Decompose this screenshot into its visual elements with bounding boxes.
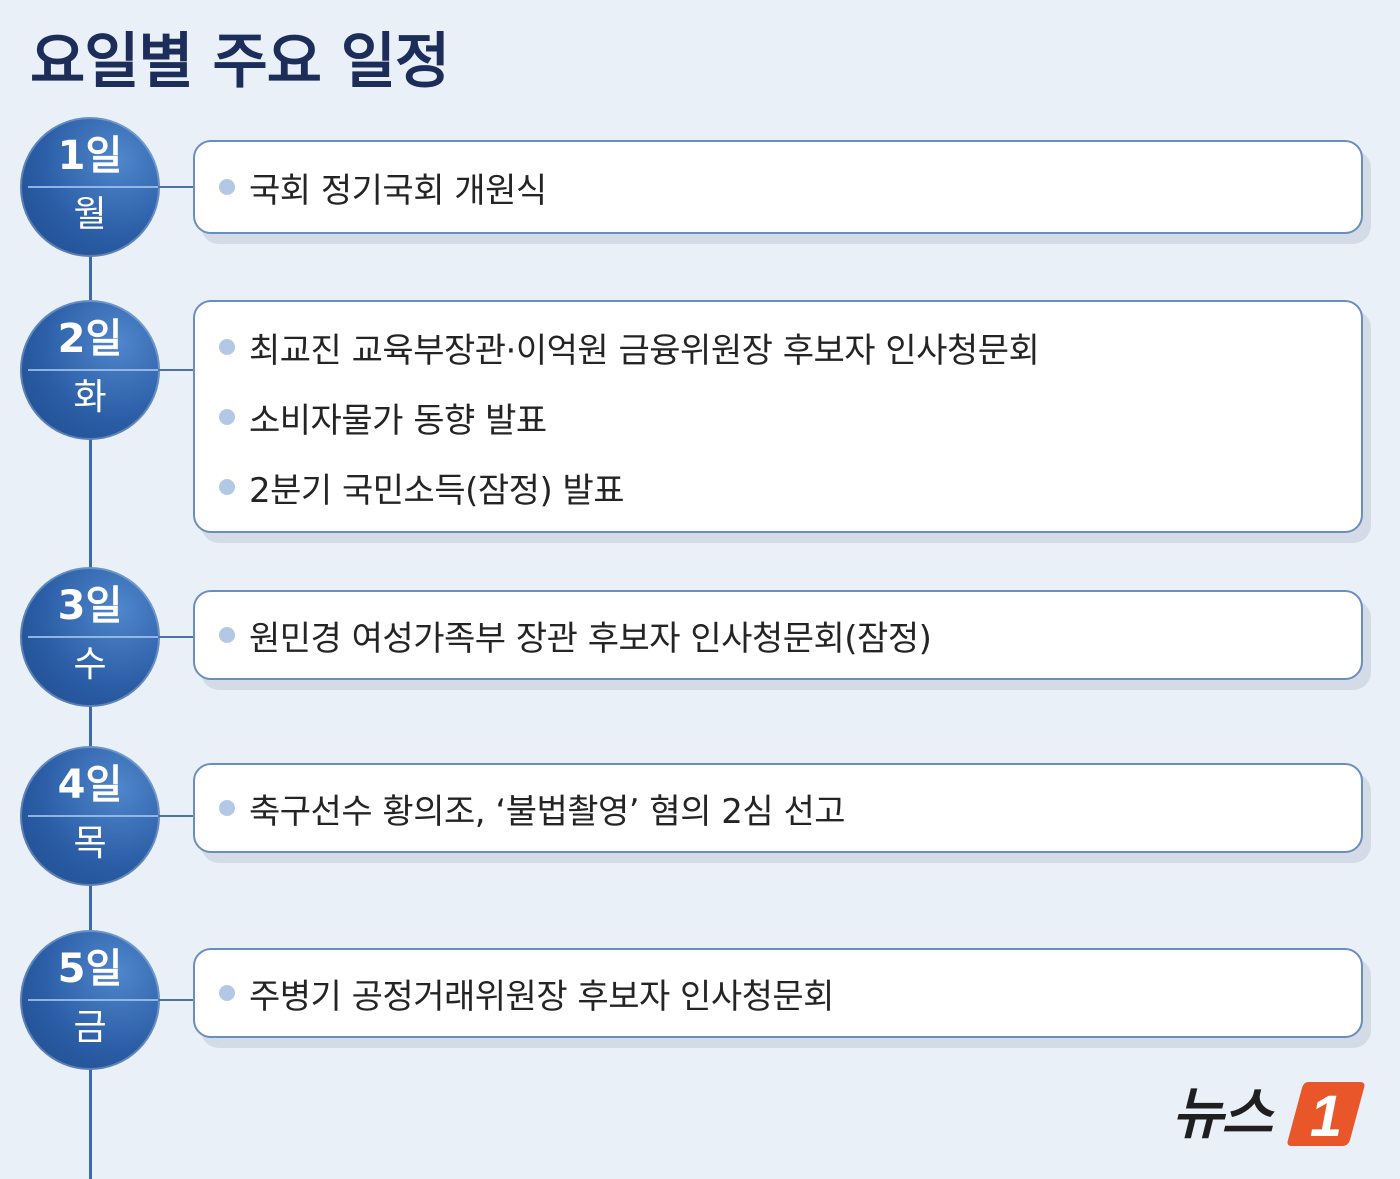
event-box: 최교진 교육부장관·이억원 금융위원장 후보자 인사청문회 소비자물가 동향 발… [193, 300, 1363, 533]
event-text: 2분기 국민소득(잠정) 발표 [249, 470, 625, 511]
bullet-icon [219, 479, 235, 495]
day-row: 2일 화 최교진 교육부장관·이억원 금융위원장 후보자 인사청문회 소비자물가… [0, 300, 1400, 540]
day-date: 1일 [57, 133, 123, 179]
event-text: 축구선수 황의조, ‘불법촬영’ 혐의 2심 선고 [249, 791, 846, 832]
event-item: 국회 정기국회 개원식 [219, 152, 1337, 222]
connector-line [158, 636, 194, 638]
day-row: 1일 월 국회 정기국회 개원식 [0, 117, 1400, 257]
badge-divider [28, 636, 160, 638]
day-weekday: 수 [73, 644, 107, 685]
bullet-icon [219, 179, 235, 195]
event-text: 국회 정기국회 개원식 [249, 170, 547, 211]
connector-line [158, 369, 194, 371]
news1-logo: 뉴스 1 [1172, 1078, 1372, 1154]
badge-divider [28, 815, 160, 817]
day-weekday: 목 [73, 823, 107, 864]
day-badge: 5일 금 [20, 930, 160, 1070]
connector-line [158, 815, 194, 817]
day-row: 3일 수 원민경 여성가족부 장관 후보자 인사청문회(잠정) [0, 567, 1400, 707]
event-item: 소비자물가 동향 발표 [219, 382, 1337, 452]
badge-divider [28, 369, 160, 371]
bullet-icon [219, 339, 235, 355]
connector-line [158, 186, 194, 188]
day-row: 5일 금 주병기 공정거래위원장 후보자 인사청문회 [0, 930, 1400, 1070]
bullet-icon [219, 985, 235, 1001]
day-badge: 2일 화 [20, 300, 160, 440]
event-text: 최교진 교육부장관·이억원 금융위원장 후보자 인사청문회 [249, 330, 1040, 371]
day-weekday: 금 [73, 1007, 107, 1048]
day-badge: 1일 월 [20, 117, 160, 257]
day-date: 2일 [57, 316, 123, 362]
badge-divider [28, 999, 160, 1001]
page-title: 요일별 주요 일정 [30, 27, 450, 97]
bullet-icon [219, 800, 235, 816]
event-item: 2분기 국민소득(잠정) 발표 [219, 452, 1337, 522]
day-row: 4일 목 축구선수 황의조, ‘불법촬영’ 혐의 2심 선고 [0, 746, 1400, 886]
event-item: 원민경 여성가족부 장관 후보자 인사청문회(잠정) [219, 600, 1337, 670]
event-item: 주병기 공정거래위원장 후보자 인사청문회 [219, 958, 1337, 1028]
day-date: 3일 [57, 583, 123, 629]
event-box: 원민경 여성가족부 장관 후보자 인사청문회(잠정) [193, 590, 1363, 680]
event-text: 주병기 공정거래위원장 후보자 인사청문회 [249, 976, 834, 1017]
bullet-icon [219, 409, 235, 425]
connector-line [158, 999, 194, 1001]
event-box: 국회 정기국회 개원식 [193, 140, 1363, 234]
badge-divider [28, 186, 160, 188]
day-date: 4일 [57, 762, 123, 808]
event-box: 축구선수 황의조, ‘불법촬영’ 혐의 2심 선고 [193, 763, 1363, 853]
logo-mark-text: 1 [1310, 1084, 1342, 1148]
event-item: 축구선수 황의조, ‘불법촬영’ 혐의 2심 선고 [219, 773, 1337, 843]
event-text: 소비자물가 동향 발표 [249, 400, 547, 441]
day-weekday: 화 [73, 377, 107, 418]
bullet-icon [219, 627, 235, 643]
logo-text: 뉴스 [1172, 1082, 1273, 1147]
event-box: 주병기 공정거래위원장 후보자 인사청문회 [193, 948, 1363, 1038]
day-badge: 3일 수 [20, 567, 160, 707]
day-weekday: 월 [73, 194, 107, 235]
event-text: 원민경 여성가족부 장관 후보자 인사청문회(잠정) [249, 618, 932, 659]
day-badge: 4일 목 [20, 746, 160, 886]
event-item: 최교진 교육부장관·이억원 금융위원장 후보자 인사청문회 [219, 312, 1337, 382]
logo-mark-icon: 1 [1287, 1082, 1365, 1148]
day-date: 5일 [57, 946, 123, 992]
